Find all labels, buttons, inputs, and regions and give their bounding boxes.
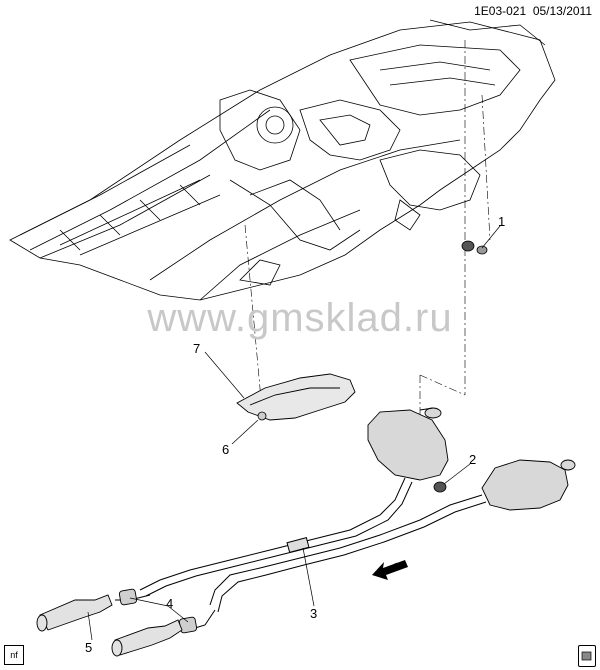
callout-6: 6 (222, 442, 230, 457)
exhaust-hanger-insulator-upper (461, 240, 488, 255)
callout-2: 2 (469, 452, 477, 467)
heat-shield-nut (257, 411, 267, 421)
callout-5: 5 (85, 640, 93, 655)
alignment-lines (244, 40, 491, 420)
corner-tag: nf (4, 645, 24, 665)
exhaust-tail-pipes (36, 594, 183, 657)
vehicle-underbody (9, 19, 556, 301)
exhaust-hanger-insulator-lower (433, 481, 447, 493)
muffler-right (481, 459, 576, 511)
callout-1: 1 (498, 214, 506, 229)
heat-shield (236, 373, 356, 421)
document-icon (581, 651, 592, 661)
callout-7: 7 (193, 341, 201, 356)
callout-4: 4 (166, 596, 174, 611)
callout-leaders (87, 225, 501, 641)
diagram-header: 1E03-021 05/13/2011 (474, 4, 592, 18)
exhaust-clamps (118, 588, 198, 634)
document-icon-frame (578, 645, 596, 667)
watermark-text: www.gmsklad.ru (147, 296, 453, 340)
forward-arrow-icon (372, 560, 408, 580)
callout-3: 3 (310, 606, 318, 621)
diagram-date: 05/13/2011 (532, 4, 592, 18)
muffler-left (367, 407, 449, 481)
diagram-code: 1E03-021 (474, 4, 527, 18)
exhaust-pipe-assembly (115, 477, 487, 629)
